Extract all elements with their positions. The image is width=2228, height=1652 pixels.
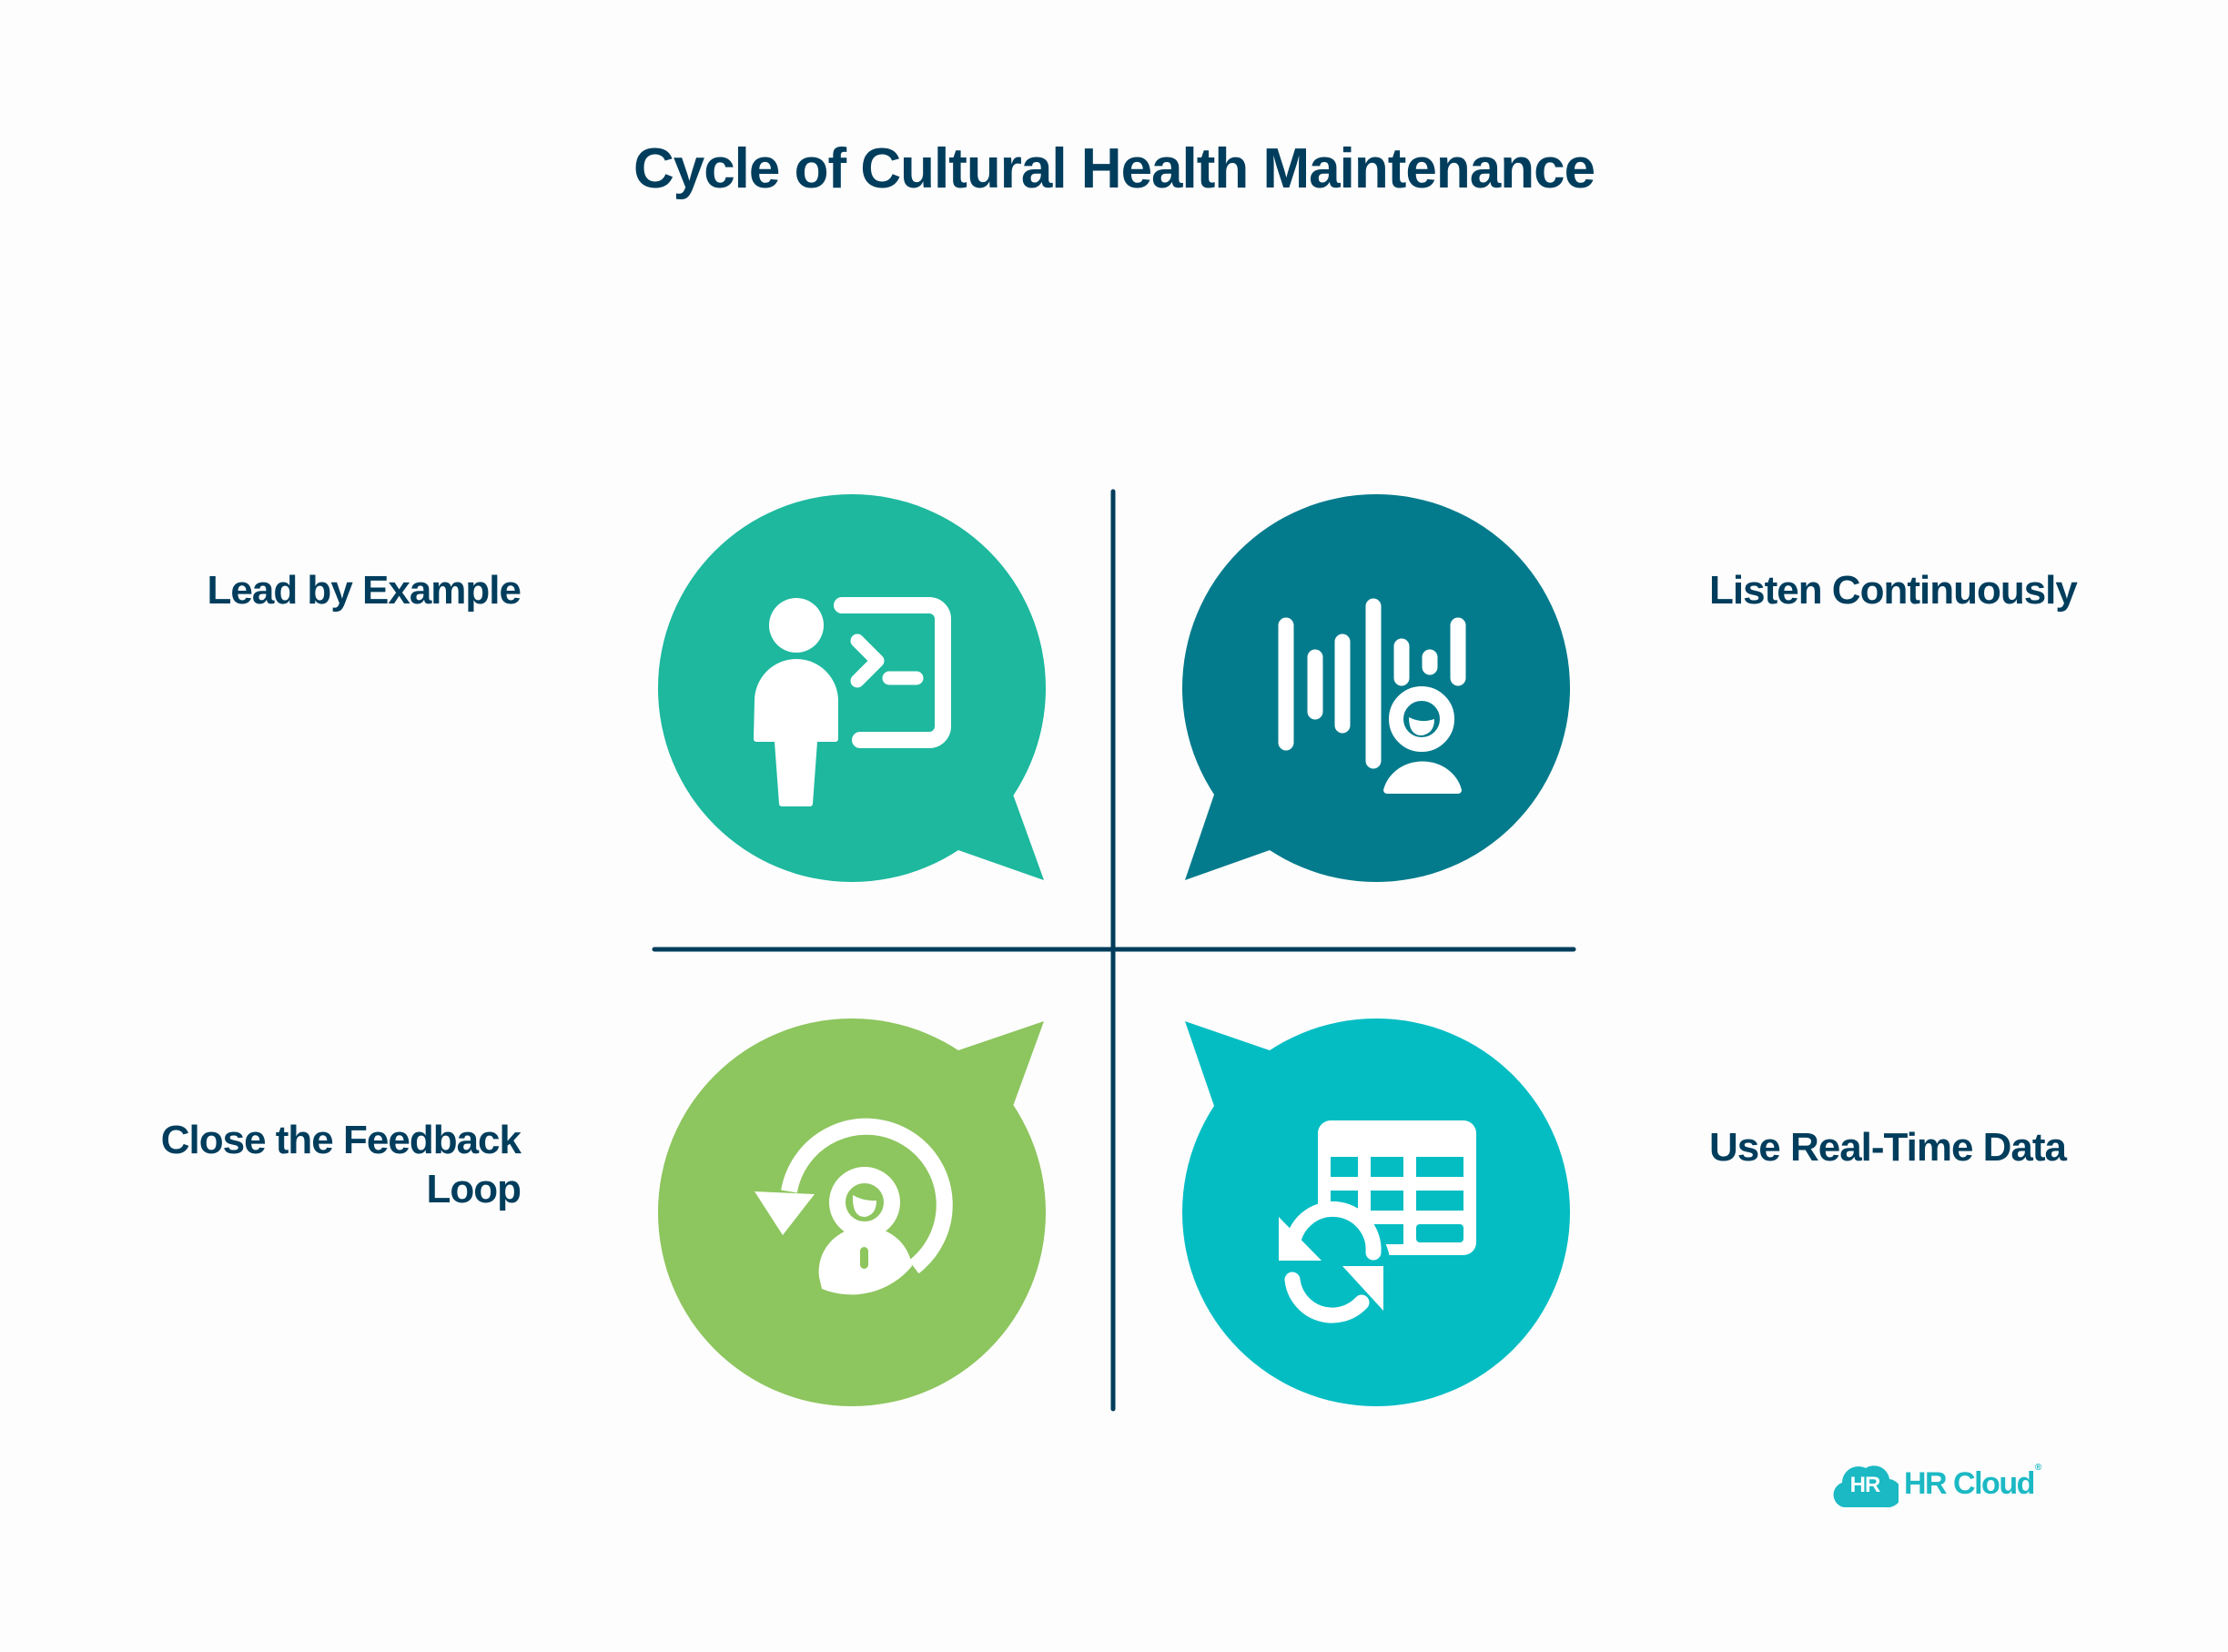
presenter-terminal-icon: [754, 597, 951, 806]
registered-mark: ®: [2034, 1462, 2041, 1473]
cloud-icon: HR: [1831, 1458, 1902, 1509]
logo-text: HR Cloud: [1904, 1465, 2035, 1501]
voice-wave-person-icon: [1278, 598, 1466, 769]
table-sync-icon: [1271, 1120, 1476, 1328]
person-cycle-arrow-icon: [754, 1118, 953, 1295]
bubble-close-feedback-loop: [658, 1019, 1046, 1406]
listener-person-icon: [1383, 717, 1462, 794]
logo-wordmark: HR Cloud®: [1904, 1462, 2041, 1502]
label-listen-continuously: Listen Continuously: [1709, 568, 2078, 613]
diagram-title: Cycle of Cultural Health Maintenance: [633, 137, 1595, 200]
label-lead-by-example: Lead by Example: [207, 568, 522, 613]
hr-cloud-logo: HR HR Cloud®: [1831, 1456, 2041, 1511]
logo-badge-text: HR: [1849, 1473, 1881, 1497]
bubble-lead-by-example: [658, 494, 1046, 882]
label-close-feedback-loop: Close the Feedback Loop: [160, 1118, 522, 1211]
label-use-real-time-data: Use Real-Time Data: [1709, 1125, 2067, 1170]
